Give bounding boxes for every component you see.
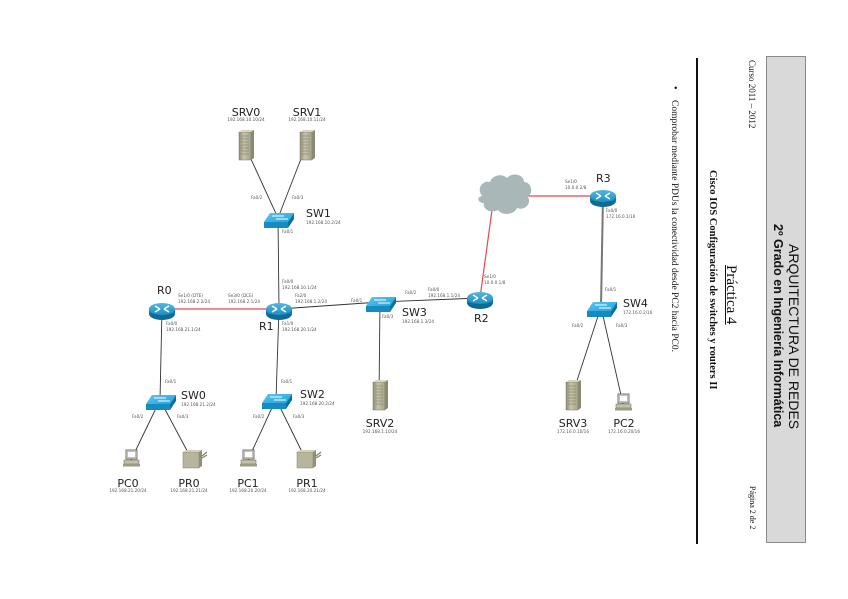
device-ip-sw3: 192.168.1.3/24 [402, 319, 434, 324]
device-label-sw2: SW2 [300, 388, 325, 401]
device-ip-pc1: 192.168.20.20/24 [229, 488, 267, 493]
router-icon[interactable] [148, 302, 176, 321]
server-icon[interactable] [238, 129, 255, 161]
device-ip-sw1: 192.168.10.2/24 [306, 220, 341, 225]
link-r1-sw3 [278, 301, 381, 310]
link-r3-sw4 [600, 195, 604, 308]
interface-ip-r2-se: 10.0.0.1/8 [484, 280, 506, 285]
interface-ip-r1-se: 192.168.2.1/24 [228, 299, 260, 304]
device-label-sw3: SW3 [402, 306, 427, 319]
port-label-r2-se: Se1/0 [484, 274, 496, 279]
device-ip-pr0: 192.168.21.21/24 [170, 488, 208, 493]
port-label-r0-fa: Fa0/0 [166, 321, 178, 326]
port-label-sw0-up: Fa0/1 [165, 379, 177, 384]
switch-icon[interactable] [261, 393, 293, 410]
link-sw2-pr1 [275, 398, 307, 461]
cloud-icon [478, 174, 532, 214]
interface-ip-r0-se: 192.168.2.2/24 [178, 299, 210, 304]
device-label-srv3: SRV3 [559, 417, 588, 430]
device-ip-sw2: 192.168.20.2/24 [300, 401, 335, 406]
port-label-sw3-d: Fa0/3 [382, 314, 394, 319]
device-label-srv2: SRV2 [366, 417, 395, 430]
port-label-r3-fa: Fa0/0 [606, 208, 618, 213]
interface-ip-r3-se: 10.0.0.2/8 [565, 185, 587, 190]
device-label-r2: R2 [474, 312, 489, 325]
port-label-r1-fa1: Fa1/0 [282, 321, 294, 326]
link-r0-sw0 [159, 308, 163, 401]
port-label-sw1-b: Fa0/3 [292, 195, 304, 200]
pc-icon[interactable] [614, 393, 633, 411]
router-icon[interactable] [265, 302, 293, 321]
printer-icon[interactable] [296, 449, 322, 469]
device-label-pc0: PC0 [117, 477, 138, 490]
device-ip-srv1: 192.168.10.11/24 [288, 117, 326, 122]
port-label-r3-se: Se1/0 [565, 179, 577, 184]
device-label-pr0: PR0 [178, 477, 199, 490]
interface-ip-r2-fa: 192.168.1.1/24 [428, 293, 460, 298]
interface-ip-r3-fa: 172.16.0.1/16 [606, 214, 636, 219]
device-ip-srv3: 172.16.0.10/16 [557, 429, 589, 434]
port-label-sw0-a: Fa0/2 [132, 414, 144, 419]
switch-icon[interactable] [365, 296, 397, 313]
device-ip-sw4: 172.16.0.2/16 [623, 310, 653, 315]
link-r1-sw2 [275, 308, 280, 400]
device-label-pc1: PC1 [237, 477, 258, 490]
header-band [766, 56, 806, 543]
pc-icon[interactable] [239, 449, 258, 467]
port-label-sw2-a: Fa0/2 [253, 414, 265, 419]
device-label-sw4: SW4 [623, 297, 648, 310]
port-label-sw0-b: Fa0/3 [177, 414, 189, 419]
port-label-sw3-l: Fa0/1 [351, 298, 363, 303]
link-r1-sw1 [277, 217, 280, 310]
port-label-sw4-up: Fa0/1 [605, 287, 617, 292]
port-label-r0-se: Se1/0 (DTE) [178, 293, 203, 298]
port-label-r1-fa2: Fa2/0 [295, 293, 307, 298]
device-ip-pc2: 172.16.0.20/16 [608, 429, 640, 434]
port-label-sw3-r: Fa0/2 [405, 290, 417, 295]
router-icon[interactable] [589, 189, 617, 208]
link-sw4-pc2 [600, 306, 624, 405]
port-label-sw2-b: Fa0/3 [293, 414, 305, 419]
device-label-pr1: PR1 [296, 477, 317, 490]
interface-ip-r0-fa: 192.168.21.1/24 [166, 327, 201, 332]
device-label-srv1: SRV1 [293, 106, 322, 119]
port-label-sw1-up: Fa0/1 [282, 229, 294, 234]
device-label-r3: R3 [596, 172, 611, 185]
server-icon[interactable] [372, 379, 389, 411]
printer-icon[interactable] [182, 449, 208, 469]
device-label-srv0: SRV0 [232, 106, 261, 119]
device-ip-srv0: 192.168.10.10/24 [227, 117, 265, 122]
device-label-sw1: SW1 [306, 207, 331, 220]
header-rule [696, 58, 698, 544]
device-ip-srv2: 192.168.1.10/24 [363, 429, 398, 434]
device-ip-pc0: 192.168.21.20/24 [109, 488, 147, 493]
server-icon[interactable] [565, 379, 582, 411]
switch-icon[interactable] [586, 301, 618, 318]
port-label-sw2-up: Fa0/1 [281, 379, 293, 384]
link-r2-cloud [479, 209, 493, 299]
router-icon[interactable] [466, 291, 494, 310]
switch-icon[interactable] [145, 394, 177, 411]
device-label-r0: R0 [157, 284, 172, 297]
port-label-sw1-a: Fa0/2 [251, 195, 263, 200]
port-label-r1-se: Se3/0 (DCE) [228, 293, 254, 298]
port-label-sw4-a: Fa0/2 [572, 323, 584, 328]
device-label-sw0: SW0 [181, 389, 206, 402]
interface-ip-r1-fa2: 192.168.1.2/24 [295, 299, 327, 304]
device-ip-pr1: 192.168.20.21/24 [288, 488, 326, 493]
pc-icon[interactable] [122, 449, 141, 467]
port-label-sw4-b: Fa0/3 [616, 323, 628, 328]
port-label-r2-fa: Fa0/0 [428, 287, 440, 292]
server-icon[interactable] [299, 129, 316, 161]
device-label-r1: R1 [259, 320, 274, 333]
link-sw3-r2 [379, 297, 481, 303]
interface-ip-r1-fa1: 192.168.20.1/24 [282, 327, 317, 332]
port-label-r1-fa0: Fa0/0 [282, 279, 294, 284]
switch-icon[interactable] [263, 212, 295, 229]
interface-ip-r1-fa0: 192.168.10.1/24 [282, 285, 317, 290]
device-label-pc2: PC2 [613, 417, 634, 430]
device-ip-sw0: 192.168.21.2/24 [181, 402, 216, 407]
